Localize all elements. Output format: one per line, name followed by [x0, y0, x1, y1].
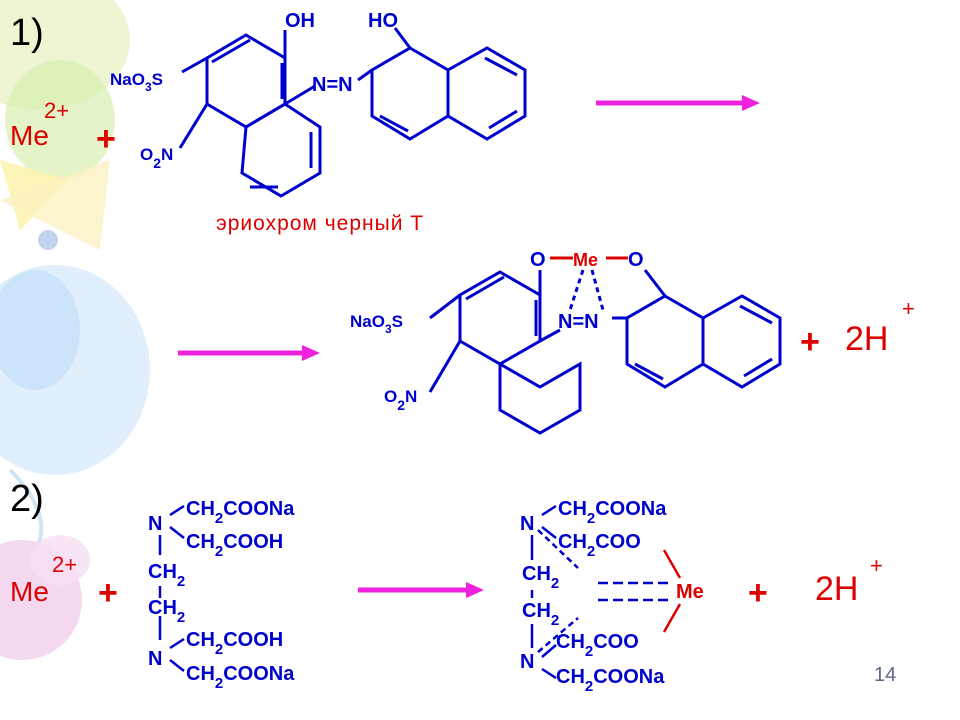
svg-text:CH2COONa: CH2COONa — [556, 666, 665, 695]
step-1-metal-charge: 2+ — [44, 98, 70, 123]
svg-text:O2N: O2N — [140, 145, 173, 171]
nitrogen-label-4: N — [520, 651, 534, 673]
svg-text:CH2: CH2 — [522, 600, 559, 629]
step-2-hydrogen-ion: 2H — [815, 570, 859, 608]
reaction-arrow-1a — [596, 95, 760, 111]
page-number: 14 — [874, 664, 897, 686]
svg-text:CH2COONa: CH2COONa — [186, 498, 295, 527]
svg-text:CH2COOH: CH2COOH — [186, 531, 283, 560]
metal-label-2: Me — [676, 581, 704, 603]
step-1-plus: + — [96, 120, 116, 158]
svg-text:CH2COOH: CH2COOH — [186, 629, 283, 658]
nitrogen-label: N — [148, 513, 162, 535]
svg-text:NaO3S: NaO3S — [350, 312, 403, 336]
svg-text:CH2: CH2 — [148, 561, 185, 590]
step-2-hydrogen-charge: + — [870, 553, 883, 578]
step-1-metal-ion: Me — [10, 120, 49, 151]
svg-text:NaO3S: NaO3S — [110, 70, 163, 94]
svg-text:CH2COONa: CH2COONa — [186, 663, 295, 692]
hydroxyl-label-2: HO — [368, 10, 398, 32]
svg-text:CH2COO: CH2COO — [558, 531, 641, 560]
complex-labels: O O Me N=N NaO3S O2N — [350, 249, 644, 413]
reaction-arrow-2 — [358, 582, 484, 598]
metal-edta-complex — [530, 504, 682, 680]
azo-label: N=N — [312, 74, 353, 96]
reagent-name: эриохром черный Т — [216, 212, 425, 235]
nitrogen-label-3: N — [520, 513, 534, 535]
step-2-product-plus: + — [748, 574, 768, 612]
metal-edta-labels: N N CH2COONa CH2COO CH2 CH2 CH2COO CH2CO… — [520, 498, 704, 695]
oxygen-label-2: O — [628, 249, 644, 271]
azo-label-2: N=N — [558, 311, 599, 333]
reaction-arrow-1b — [178, 345, 320, 361]
svg-text:CH2COO: CH2COO — [556, 631, 639, 660]
oxygen-label: O — [530, 249, 546, 271]
step-1-product-plus: + — [800, 323, 820, 361]
metal-label: Me — [573, 250, 598, 270]
step-2-metal-charge: 2+ — [52, 552, 78, 577]
step-1-hydrogen-ion: 2H — [845, 320, 889, 358]
metal-eriochrome-complex — [428, 256, 782, 435]
edta-structure — [158, 504, 185, 672]
step-1-hydrogen-charge: + — [902, 296, 915, 321]
svg-text:CH2: CH2 — [148, 597, 185, 626]
nitrogen-label-2: N — [148, 648, 162, 670]
svg-text:CH2COONa: CH2COONa — [558, 498, 667, 527]
svg-text:CH2: CH2 — [522, 563, 559, 592]
edta-labels: N N CH2COONa CH2COOH CH2 CH2 CH2COOH CH2… — [148, 498, 295, 692]
svg-text:O2N: O2N — [384, 387, 417, 413]
step-2-plus: + — [98, 574, 118, 612]
hydroxyl-label: OH — [285, 10, 315, 32]
step-1-number: 1) — [10, 12, 44, 54]
step-2-number: 2) — [10, 478, 44, 520]
eriochrome-black-t-structure — [178, 27, 527, 198]
eriochrome-labels: OH HO N=N NaO3S O2N — [110, 10, 398, 171]
step-2-metal-ion: Me — [10, 576, 49, 607]
